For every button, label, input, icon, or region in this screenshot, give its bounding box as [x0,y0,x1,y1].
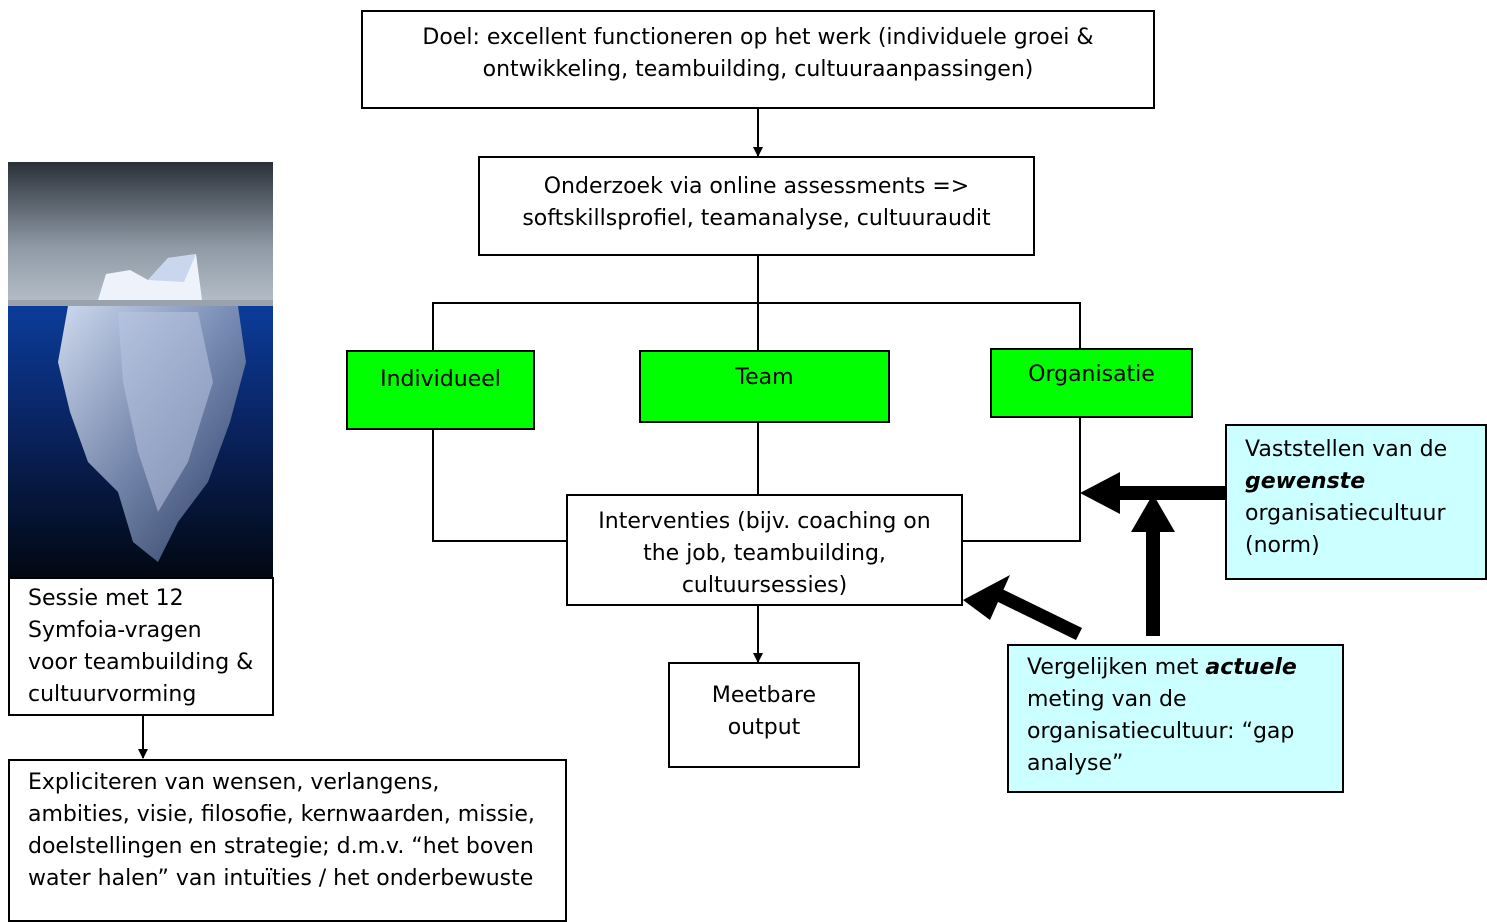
interventions-box: Interventies (bijv. coaching on the job,… [566,494,963,606]
line-branch-bar [432,302,1081,350]
thick-arrowhead-diagonal [963,575,1010,620]
goal-box: Doel: excellent functioneren op het werk… [361,10,1155,109]
session-box: Sessie met 12 Symfoia-vragen voor teambu… [8,577,274,716]
compare-actual-text-1: Vergelijken met [1027,655,1199,680]
iceberg-image [8,162,273,577]
organisation-box: Organisatie [990,348,1193,418]
compare-actual-emphasis: actuele [1205,655,1297,680]
thick-bar-vaststellen [1118,486,1226,500]
team-box: Team [639,350,890,423]
research-box: Onderzoek via online assessments => soft… [478,156,1035,256]
desired-culture-text-1: Vaststellen van de [1245,437,1448,462]
thick-bar-vertical [1146,530,1160,636]
individual-box: Individueel [346,350,535,430]
line-organisatie-interventies [962,418,1081,542]
thick-arrowhead-left [1080,472,1120,514]
compare-actual-box: Vergelijken met actuele meting van de or… [1007,644,1344,793]
desired-culture-box: Vaststellen van de gewenste organisatiec… [1225,424,1487,580]
thick-bar-diagonal [994,588,1082,640]
compare-actual-text-2: meting van de organisatiecultuur: “gap a… [1027,687,1295,776]
measurable-output-box: Meetbare output [668,662,860,768]
desired-culture-emphasis: gewenste [1245,469,1366,494]
thick-arrowhead-up [1131,494,1175,532]
desired-culture-text-2: organisatiecultuur (norm) [1245,501,1446,558]
explicit-box: Expliciteren van wensen, verlangens, amb… [8,759,567,922]
line-individueel-interventies [432,430,567,542]
